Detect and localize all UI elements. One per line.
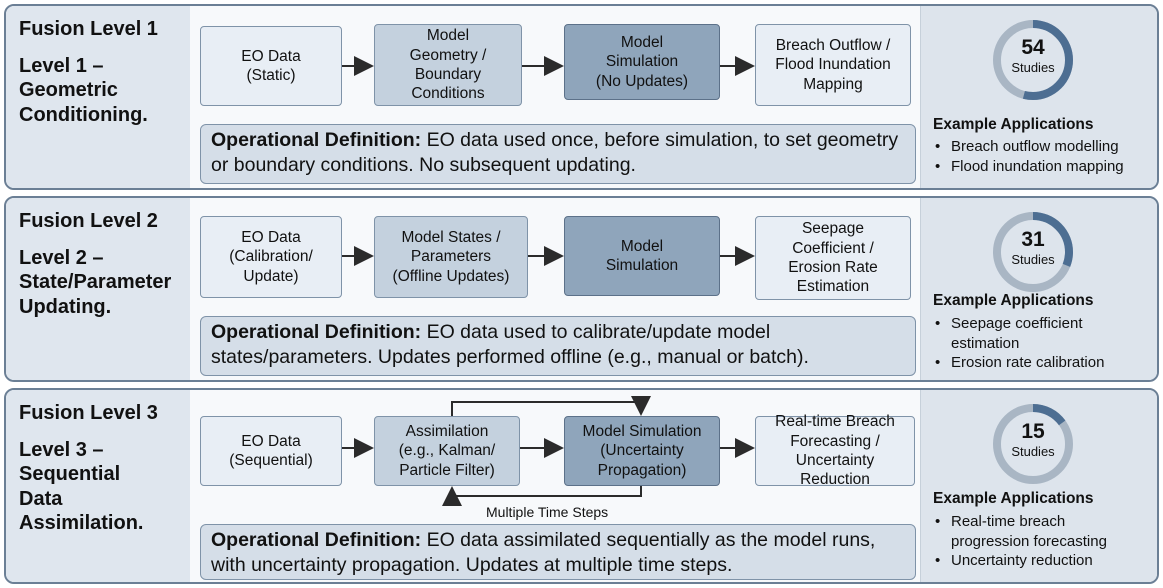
studies-panel: 54 Studies Example Applications Breach o… <box>920 6 1157 188</box>
eo-data-box: EO Data(Static) <box>200 26 342 106</box>
studies-label: Studies <box>1011 444 1055 459</box>
workflow-arrows <box>342 396 755 506</box>
definition-text: EO data assimilated sequentially as the … <box>211 529 876 577</box>
eo-data-box: EO Data(Sequential) <box>200 416 342 486</box>
level-name-line: Conditioning. <box>19 103 148 126</box>
level-name-line: Level 1 – <box>19 55 104 77</box>
studies-donut <box>993 212 1073 292</box>
example-applications-list: Real-time breach progression forecasting… <box>935 512 1145 571</box>
level-name: Level 3 – Sequential Data Assimilation. <box>19 438 190 536</box>
studies-count: 54 <box>1021 36 1045 59</box>
studies-panel: 15 Studies Example Applications Real-tim… <box>920 390 1157 582</box>
workflow-arrows <box>342 246 755 266</box>
definition-label: Operational Definition: <box>211 529 422 551</box>
definition-text: EO data used once, before simulation, to… <box>211 129 899 177</box>
level-name-line: Level 2 – <box>19 247 104 269</box>
example-applications-heading: Example Applications <box>933 490 1094 507</box>
level-name-line: Updating. <box>19 295 112 318</box>
operational-definition: Operational Definition: EO data used onc… <box>200 124 916 184</box>
example-applications-list: Seepage coefficient estimation Erosion r… <box>935 314 1145 373</box>
example-applications-heading: Example Applications <box>933 116 1094 133</box>
workflow-area: EO Data(Sequential) Assimilation(e.g., K… <box>190 390 924 582</box>
fusion-level-1-panel: Fusion Level 1 Level 1 – Geometric Condi… <box>4 4 1159 190</box>
fusion-level-title: Fusion Level 3 <box>19 402 158 424</box>
list-item: Seepage coefficient estimation <box>935 314 1145 353</box>
level-name-line: Sequential <box>19 463 121 486</box>
level-name-line: Data <box>19 487 63 510</box>
studies-label: Studies <box>1011 252 1055 267</box>
level-2-heading: Fusion Level 2 Level 2 – State/Parameter… <box>6 198 190 380</box>
fusion-level-3-panel: Fusion Level 3 Level 3 – Sequential Data… <box>4 388 1159 584</box>
workflow-arrows <box>342 56 755 76</box>
level-name-line: Level 3 – <box>19 439 104 461</box>
studies-label: Studies <box>1011 60 1055 75</box>
example-applications-heading: Example Applications <box>933 292 1094 309</box>
list-item: Flood inundation mapping <box>935 157 1124 177</box>
definition-label: Operational Definition: <box>211 129 422 151</box>
level-name-line: State/Parameter <box>19 271 172 294</box>
fusion-level-title: Fusion Level 2 <box>19 210 158 232</box>
studies-donut <box>993 20 1073 100</box>
level-name: Level 2 – State/Parameter Updating. <box>19 246 190 319</box>
list-item: Breach outflow modelling <box>935 137 1124 157</box>
workflow-area: EO Data(Calibration/Update) Model States… <box>190 198 924 380</box>
fusion-level-2-panel: Fusion Level 2 Level 2 – State/Parameter… <box>4 196 1159 382</box>
level-name-line: Geometric <box>19 79 118 102</box>
definition-text: EO data used to calibrate/update model s… <box>211 321 809 369</box>
model-states-box: Model States /Parameters(Offline Updates… <box>374 216 528 298</box>
definition-label: Operational Definition: <box>211 321 422 343</box>
studies-panel: 31 Studies Example Applications Seepage … <box>920 198 1157 380</box>
level-name-line: Assimilation. <box>19 512 144 535</box>
feedback-loop-top <box>451 396 651 416</box>
list-item: Erosion rate calibration <box>935 353 1145 373</box>
feedback-loop-bottom <box>442 486 642 506</box>
fusion-level-title: Fusion Level 1 <box>19 18 158 40</box>
studies-count: 31 <box>1021 228 1045 251</box>
assimilation-box: Assimilation(e.g., Kalman/Particle Filte… <box>374 416 520 486</box>
level-name: Level 1 – Geometric Conditioning. <box>19 54 190 127</box>
studies-donut <box>993 404 1073 484</box>
level-1-heading: Fusion Level 1 Level 1 – Geometric Condi… <box>6 6 190 188</box>
eo-data-box: EO Data(Calibration/Update) <box>200 216 342 298</box>
studies-count: 15 <box>1021 420 1045 443</box>
operational-definition: Operational Definition: EO data assimila… <box>200 524 916 580</box>
list-item: Real-time breach progression forecasting <box>935 512 1145 551</box>
level-3-heading: Fusion Level 3 Level 3 – Sequential Data… <box>6 390 190 582</box>
list-item: Uncertainty reduction <box>935 551 1145 571</box>
example-applications-list: Breach outflow modelling Flood inundatio… <box>935 137 1124 176</box>
loop-label: Multiple Time Steps <box>486 504 609 520</box>
operational-definition: Operational Definition: EO data used to … <box>200 316 916 376</box>
